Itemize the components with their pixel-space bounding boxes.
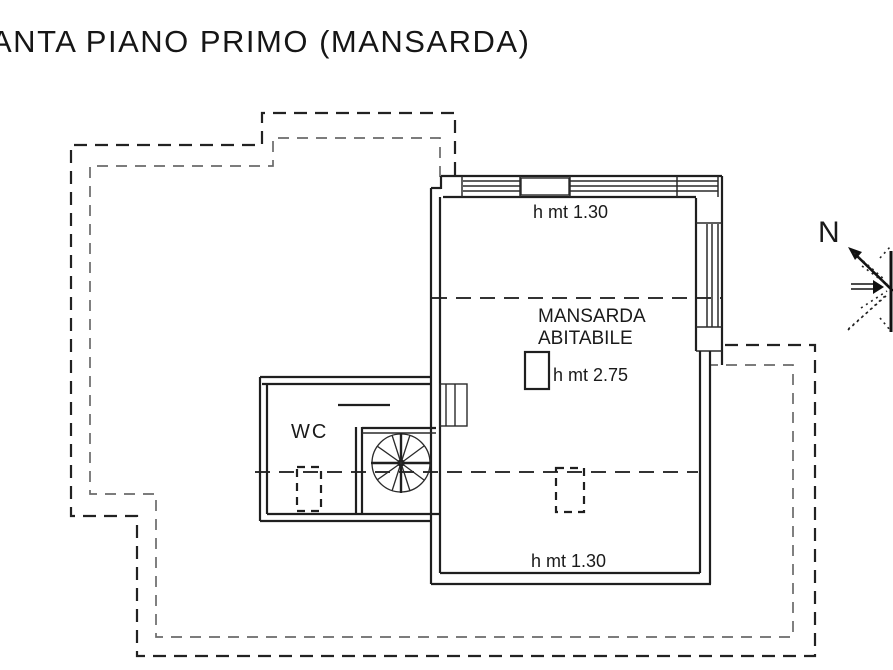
flue-block — [439, 383, 468, 427]
page-title: ANTA PIANO PRIMO (MANSARDA) — [0, 24, 531, 59]
wc-label: WC — [291, 421, 328, 443]
top-wall-windows — [461, 176, 719, 197]
room-height-label: h mt 2.75 — [553, 365, 628, 385]
right-wall-window — [706, 224, 719, 327]
wc-skylight — [295, 465, 323, 513]
room-name-line1: MANSARDA — [538, 306, 646, 327]
wc-room-walls — [258, 375, 440, 523]
height-reference-box — [523, 350, 551, 391]
lower-eave-height-label: h mt 1.30 — [531, 551, 606, 571]
spiral-staircase — [371, 433, 432, 493]
roof-overhang-outline-inner — [89, 137, 794, 638]
main-room-walls — [429, 174, 724, 586]
roof-overhang-outline-outer — [69, 111, 817, 658]
north-label: N — [818, 216, 840, 249]
room-skylight — [554, 466, 586, 514]
west-ray-arrow — [873, 280, 884, 294]
room-name-line2: ABITABILE — [538, 328, 633, 349]
window-pier — [520, 177, 570, 196]
upper-eave-height-label: h mt 1.30 — [533, 202, 608, 222]
compass-rose: N — [818, 216, 893, 332]
